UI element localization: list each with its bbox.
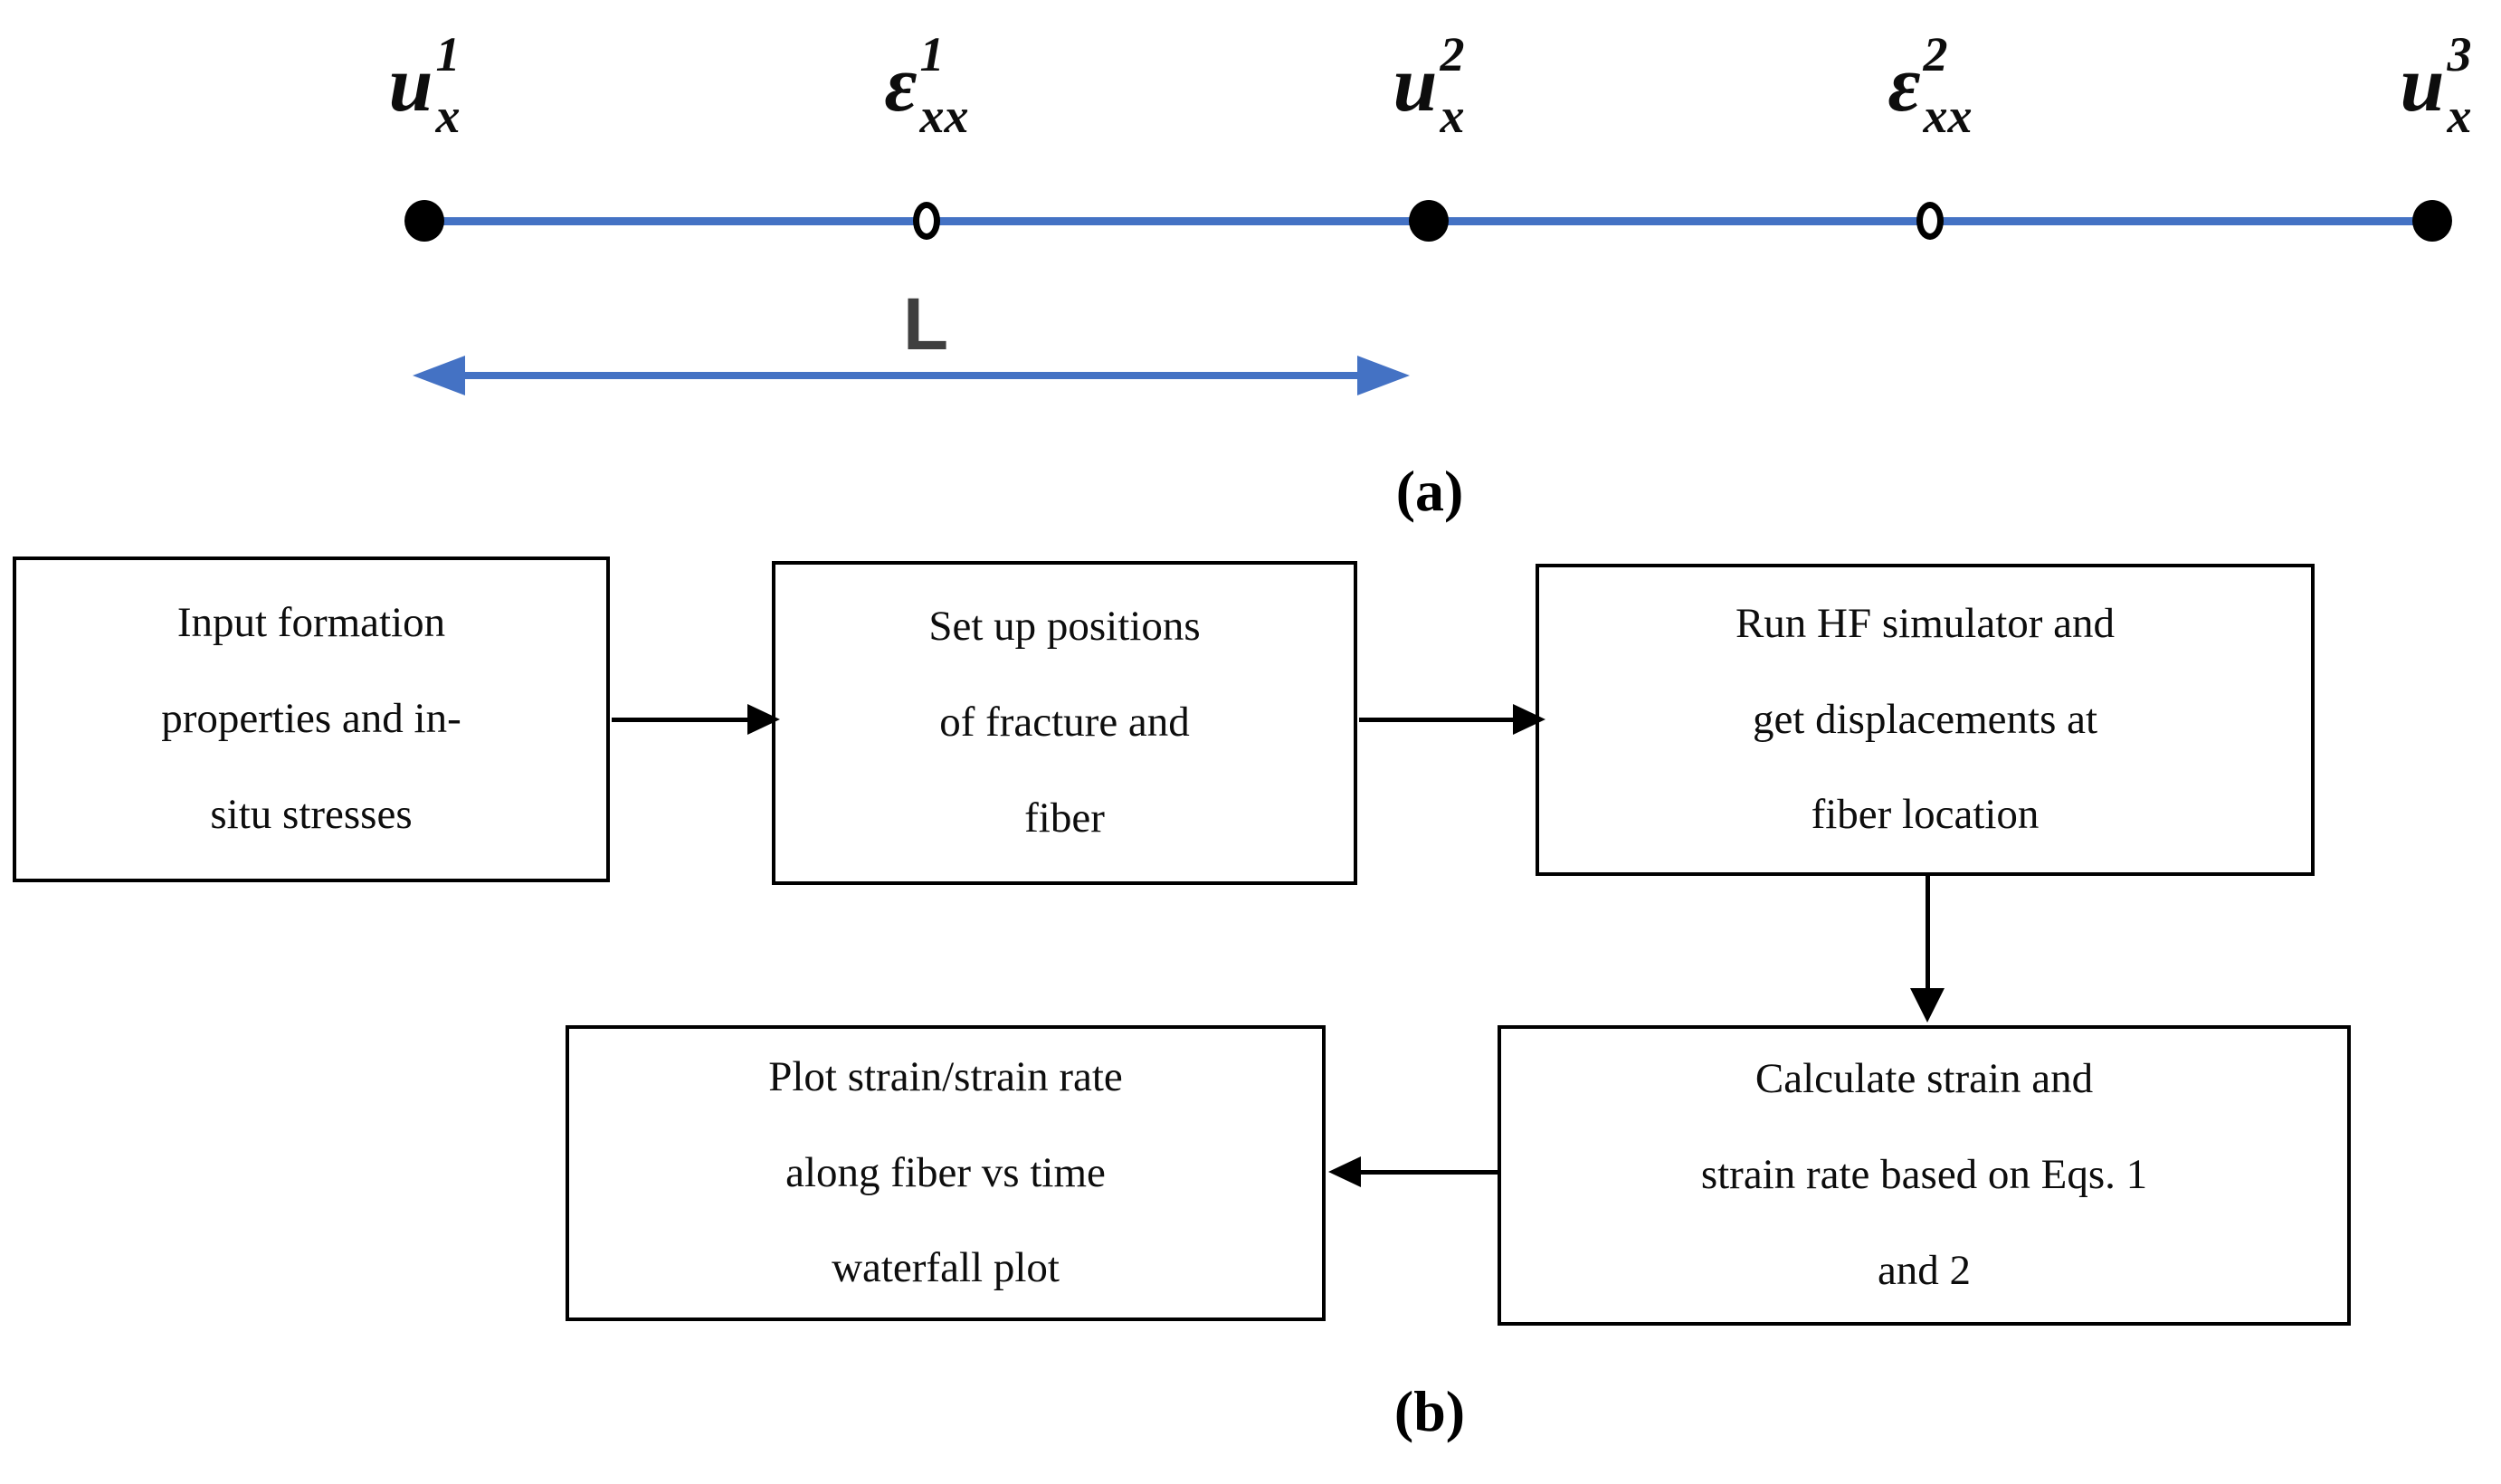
box-text-line: properties and in- — [161, 695, 461, 743]
length-arrow-line — [463, 372, 1359, 379]
panel-a-caption: (a) — [1395, 459, 1464, 523]
math-sup: 2 — [1923, 27, 1948, 81]
node-displacement-2-icon — [1409, 200, 1449, 242]
box-text-line: along fiber vs time — [785, 1148, 1106, 1196]
math-sub: xx — [919, 89, 969, 143]
math-supsub: 2 xx — [1924, 30, 1973, 140]
length-arrowhead-left-icon — [413, 356, 465, 395]
length-label: L — [903, 283, 949, 366]
box-text-line: fiber — [1024, 794, 1105, 842]
box-text-line: fiber location — [1811, 791, 2040, 839]
arrow-box1-to-box2-line — [612, 718, 753, 722]
node-displacement-1-icon — [404, 200, 444, 242]
box-text-line: and 2 — [1877, 1246, 1972, 1294]
box-text-line: get displacements at — [1752, 695, 2098, 743]
math-sub: x — [1440, 89, 1465, 143]
math-sub: x — [435, 89, 461, 143]
math-base: u — [1393, 41, 1438, 128]
math-base: ε — [1888, 41, 1921, 128]
node-strain-1-icon — [913, 202, 940, 240]
box-text-line: Plot strain/strain rate — [768, 1052, 1123, 1100]
arrow-box1-to-box2-head-icon — [747, 704, 780, 735]
box-text-line: Calculate strain and — [1755, 1055, 2094, 1103]
length-arrowhead-right-icon — [1357, 356, 1410, 395]
flowchart-box-input-properties: Input formation properties and in- situ … — [13, 556, 610, 882]
node-strain-2-icon — [1916, 202, 1944, 240]
math-sup: 3 — [2447, 27, 2472, 81]
flowchart-box-run-simulator: Run HF simulator and get displacements a… — [1536, 564, 2315, 876]
arrow-box2-to-box3-line — [1359, 718, 1518, 722]
arrow-box4-to-box5-line — [1359, 1170, 1499, 1175]
flowchart-box-calculate-strain: Calculate strain and strain rate based o… — [1498, 1025, 2351, 1326]
box-text-line: Run HF simulator and — [1735, 599, 2116, 647]
arrow-box2-to-box3-head-icon — [1513, 704, 1545, 735]
box-text-line: of fracture and — [939, 699, 1190, 747]
box-text-line: waterfall plot — [832, 1244, 1060, 1292]
math-sub: xx — [1923, 89, 1973, 143]
math-base: u — [388, 41, 433, 128]
flowchart-box-plot-waterfall: Plot strain/strain rate along fiber vs t… — [566, 1025, 1326, 1321]
node-displacement-3-icon — [2412, 200, 2452, 242]
arrow-box4-to-box5-head-icon — [1328, 1156, 1361, 1187]
math-sup: 1 — [435, 27, 461, 81]
box-text-line: strain rate based on Eqs. 1 — [1700, 1151, 2148, 1199]
math-base: u — [2400, 41, 2445, 128]
math-sup: 2 — [1440, 27, 1465, 81]
flowchart-box-setup-positions: Set up positions of fracture and fiber — [772, 561, 1357, 885]
box-text-line: situ stresses — [210, 790, 413, 838]
math-sub: x — [2447, 89, 2472, 143]
box-text-line: Input formation — [176, 599, 446, 647]
box-text-line: Set up positions — [928, 603, 1201, 651]
panel-b-caption: (b) — [1393, 1379, 1466, 1443]
arrow-box3-to-box4-head-icon — [1910, 988, 1945, 1023]
math-sup: 1 — [919, 27, 945, 81]
math-base: ε — [884, 41, 918, 128]
arrow-box3-to-box4-line — [1926, 874, 1930, 992]
math-supsub: 1 xx — [920, 30, 969, 140]
